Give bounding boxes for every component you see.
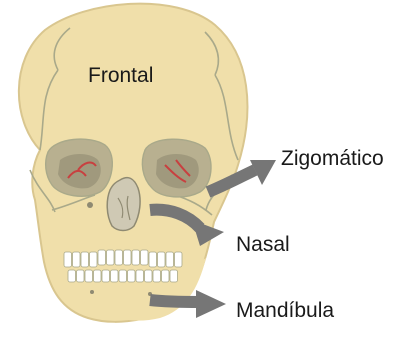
upper-tooth	[98, 250, 106, 265]
left-orbit	[46, 139, 113, 196]
lower-tooth	[153, 270, 161, 282]
lower-tooth	[85, 270, 93, 282]
label-frontal: Frontal	[88, 65, 153, 86]
upper-tooth	[124, 250, 132, 265]
nasal-cavity	[107, 178, 140, 231]
upper-tooth	[149, 252, 157, 267]
infraorbital-foramen-left	[87, 202, 93, 208]
upper-tooth	[64, 252, 72, 267]
lower-tooth	[77, 270, 85, 282]
upper-tooth	[175, 252, 183, 267]
lower-tooth	[145, 270, 153, 282]
upper-tooth	[107, 250, 115, 265]
lower-tooth	[170, 270, 178, 282]
upper-tooth	[90, 252, 98, 267]
lower-tooth	[119, 270, 127, 282]
lower-tooth	[162, 270, 170, 282]
label-nasal: Nasal	[236, 234, 290, 255]
label-mandibula: Mandíbula	[236, 300, 334, 321]
lower-tooth	[111, 270, 119, 282]
upper-tooth	[81, 252, 89, 267]
lower-tooth	[94, 270, 102, 282]
upper-tooth	[73, 252, 81, 267]
upper-tooth	[158, 252, 166, 267]
upper-tooth	[132, 250, 140, 265]
label-zygomatico: Zigomático	[281, 148, 384, 169]
upper-tooth	[166, 252, 174, 267]
lower-tooth	[136, 270, 144, 282]
upper-tooth	[141, 250, 149, 265]
lower-tooth	[102, 270, 110, 282]
upper-tooth	[115, 250, 123, 265]
lower-tooth	[68, 270, 76, 282]
mental-foramen-left	[90, 290, 94, 294]
right-orbit	[142, 139, 211, 197]
lower-tooth	[128, 270, 136, 282]
